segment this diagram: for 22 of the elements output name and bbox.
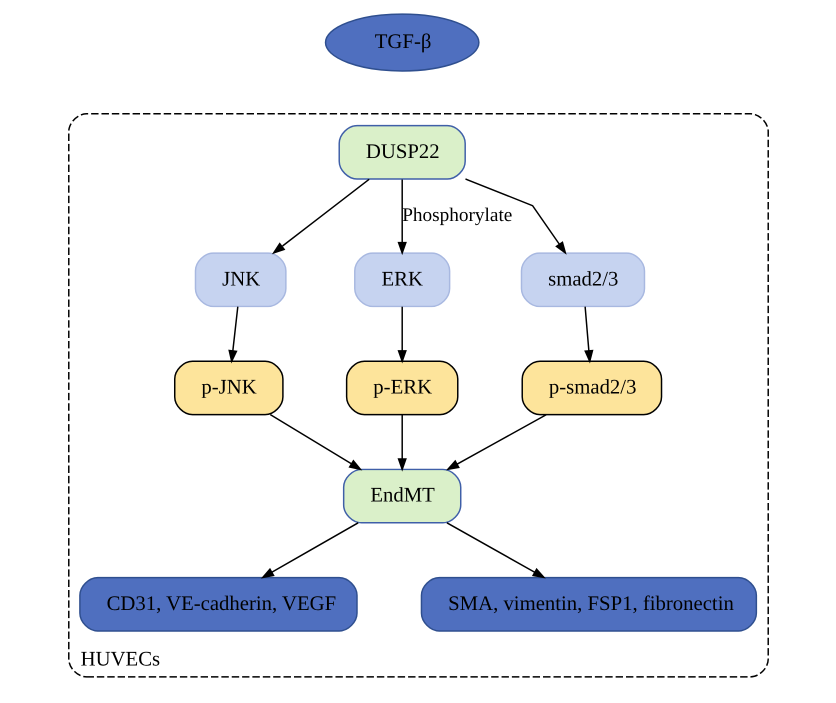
node-box: JNK xyxy=(194,252,286,308)
node-box: smad2/3 xyxy=(520,252,645,308)
node-box: p-JNK xyxy=(174,360,284,416)
arrow xyxy=(260,522,358,579)
arrow xyxy=(228,306,238,364)
node-box: p-ERK xyxy=(345,360,458,416)
node-box: EndMT xyxy=(342,468,461,524)
arrow xyxy=(445,414,546,470)
node-box: p-smad2/3 xyxy=(521,360,662,416)
arrow xyxy=(271,178,370,254)
arrow xyxy=(397,414,406,472)
arrow xyxy=(397,180,406,256)
node-box: DUSP22 xyxy=(338,124,466,180)
node-box: CD31, VE-cadherin, VEGF xyxy=(78,576,358,632)
arrow xyxy=(446,522,546,579)
arrow xyxy=(269,414,362,470)
arrow xyxy=(464,178,566,255)
node-box: SMA, vimentin, FSP1, fibronectin xyxy=(420,576,757,632)
arrow xyxy=(397,306,406,364)
node-ellipse: TGF-β xyxy=(324,13,480,72)
node-box: ERK xyxy=(354,252,450,308)
arrow xyxy=(584,306,593,364)
